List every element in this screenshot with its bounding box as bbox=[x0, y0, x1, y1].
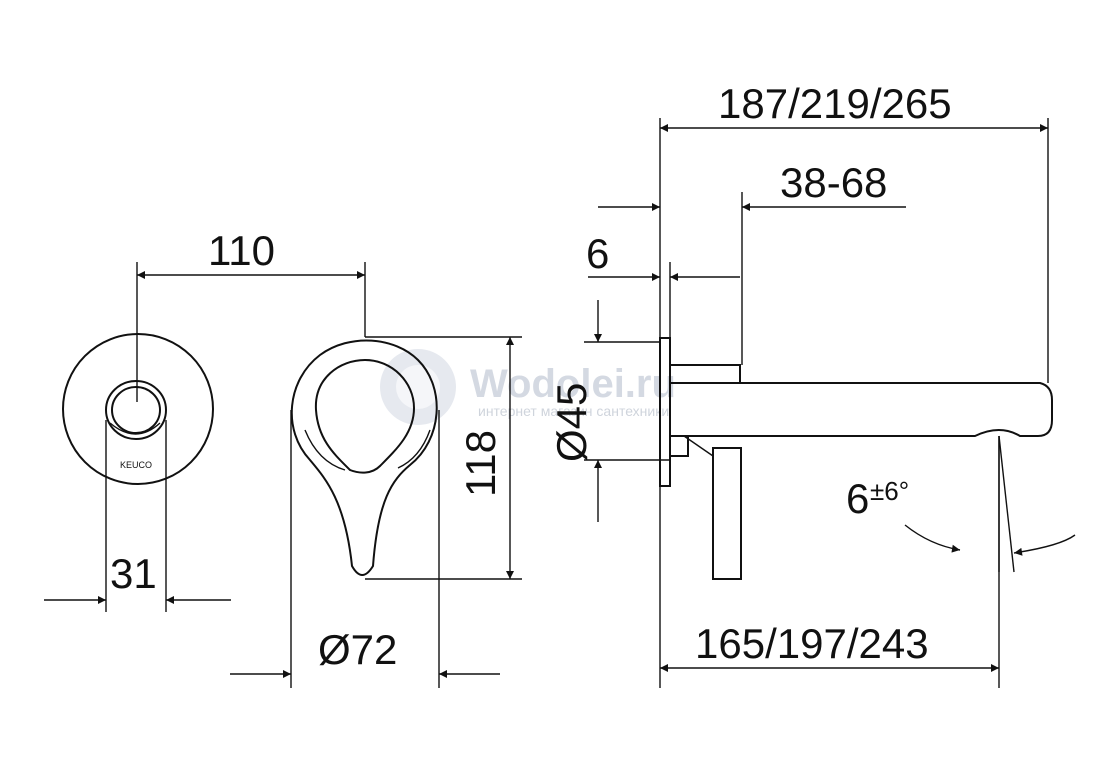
dimension-118: 118 bbox=[365, 336, 522, 580]
dimension-angle: 6 ±6° bbox=[846, 435, 1076, 573]
dim-d45-label: Ø45 bbox=[548, 383, 595, 462]
escutcheon-circle bbox=[62, 333, 214, 485]
dim-31-label: 31 bbox=[110, 550, 157, 597]
dim-6-label: 6 bbox=[586, 230, 609, 277]
wall-plate bbox=[659, 337, 671, 487]
dimension-38-68: 38-68 bbox=[598, 159, 906, 365]
dim-110-label: 110 bbox=[208, 227, 275, 274]
lever-side bbox=[712, 447, 742, 580]
front-view-lever bbox=[290, 339, 438, 576]
watermark: Wodolei.ru интернет магазин сантехники bbox=[380, 349, 676, 425]
dim-38-68-label: 38-68 bbox=[780, 159, 887, 206]
dim-d72-label: Ø72 bbox=[318, 626, 397, 673]
cartridge-outer bbox=[105, 380, 167, 440]
lever-hub bbox=[669, 364, 741, 384]
dim-118-label: 118 bbox=[457, 430, 504, 497]
angle-main-label: 6 bbox=[846, 475, 869, 522]
front-view-escutcheon: KEUCO bbox=[62, 333, 214, 485]
watermark-name: Wodolei.ru bbox=[470, 362, 676, 406]
dimension-6: 6 bbox=[586, 230, 740, 338]
angle-tolerance-label: ±6° bbox=[870, 476, 909, 506]
dimension-length-total: 187/219/265 bbox=[659, 80, 1049, 383]
dimension-d45: Ø45 bbox=[548, 300, 670, 522]
lever-ring bbox=[314, 358, 416, 474]
dim-spout-label: 165/197/243 bbox=[695, 620, 929, 667]
lever-outer bbox=[290, 339, 438, 576]
dim-total-label: 187/219/265 bbox=[718, 80, 952, 127]
dimension-110: 110 bbox=[136, 227, 366, 402]
brand-mark: KEUCO bbox=[120, 460, 152, 470]
lever-neck bbox=[669, 435, 689, 457]
dimension-length-spout: 165/197/243 bbox=[659, 436, 1000, 688]
dimension-31: 31 bbox=[44, 420, 231, 612]
watermark-tagline: интернет магазин сантехники bbox=[478, 403, 669, 419]
spout-body bbox=[670, 382, 1053, 437]
dimension-d72: Ø72 bbox=[230, 410, 500, 688]
cartridge-inner bbox=[111, 386, 161, 434]
side-view-spout bbox=[659, 337, 1053, 580]
